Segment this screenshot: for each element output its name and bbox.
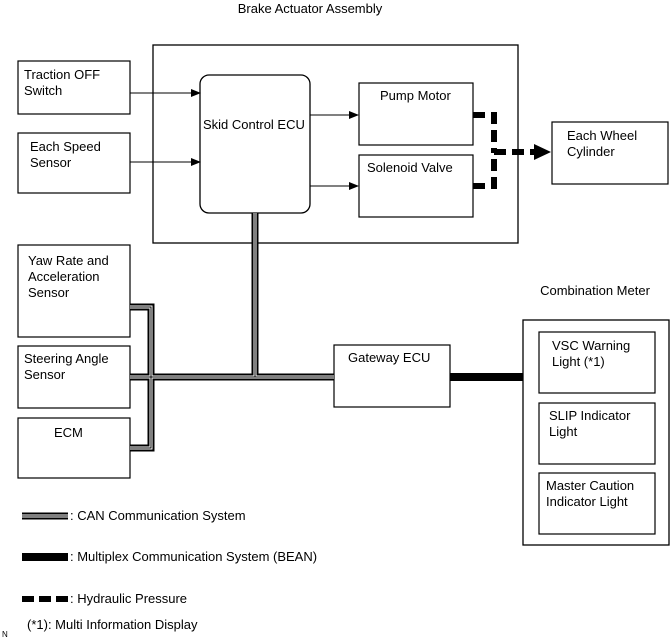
- wheel-cylinder-label-1: Each Wheel: [567, 128, 637, 143]
- legend-bean-label: : Multiplex Communication System (BEAN): [70, 549, 317, 564]
- brake-actuator-frame: [152, 44, 519, 244]
- gateway-ecu-box: Gateway ECU: [333, 344, 451, 408]
- footnote: (*1): Multi Information Display: [27, 617, 198, 632]
- yaw-rate-label-1: Yaw Rate and: [28, 253, 109, 268]
- combination-meter-frame: [522, 319, 670, 546]
- vsc-warning-light-box: VSC Warning Light (*1): [538, 331, 656, 394]
- vsc-warning-label-1: VSC Warning: [552, 338, 630, 353]
- speed-sensor-label-1: Each Speed: [30, 139, 101, 154]
- legend-hydraulic-label: : Hydraulic Pressure: [70, 591, 187, 606]
- traction-off-label-1: Traction OFF: [24, 67, 100, 82]
- skid-ecu-label: Skid Control ECU: [203, 117, 305, 132]
- master-caution-label-1: Master Caution: [546, 478, 634, 493]
- vsc-warning-label-2: Light (*1): [552, 354, 605, 369]
- legend: : CAN Communication System : Multiplex C…: [22, 508, 317, 606]
- ecm-box: ECM: [17, 417, 131, 479]
- hydraulic-lines: [473, 112, 536, 189]
- pump-motor-box: Pump Motor: [358, 82, 474, 146]
- slip-indicator-label-1: SLIP Indicator: [549, 408, 631, 423]
- traction-off-switch-box: Traction OFF Switch: [17, 60, 131, 115]
- skid-control-ecu-box: Skid Control ECU: [199, 74, 311, 214]
- steering-angle-sensor-box: Steering Angle Sensor: [17, 345, 131, 409]
- steering-angle-label-2: Sensor: [24, 367, 66, 382]
- master-caution-light-box: Master Caution Indicator Light: [538, 472, 656, 535]
- solenoid-valve-box: Solenoid Valve: [358, 154, 474, 218]
- yaw-rate-sensor-box: Yaw Rate and Acceleration Sensor: [17, 244, 131, 338]
- slip-indicator-light-box: SLIP Indicator Light: [538, 402, 656, 465]
- wheel-cylinder-box: Each Wheel Cylinder: [551, 121, 669, 185]
- slip-indicator-label-2: Light: [549, 424, 578, 439]
- brake-actuator-title: Brake Actuator Assembly: [238, 1, 383, 16]
- yaw-rate-label-2: Acceleration: [28, 269, 100, 284]
- traction-off-label-2: Switch: [24, 83, 62, 98]
- hydraulic-arrowhead: [534, 144, 551, 160]
- gateway-ecu-label: Gateway ECU: [348, 350, 430, 365]
- master-caution-label-2: Indicator Light: [546, 494, 628, 509]
- pump-motor-label: Pump Motor: [380, 88, 451, 103]
- legend-can-label: : CAN Communication System: [70, 508, 246, 523]
- speed-sensor-box: Each Speed Sensor: [17, 132, 131, 194]
- can-bus-lines: [130, 213, 334, 452]
- wheel-cylinder-label-2: Cylinder: [567, 144, 615, 159]
- speed-sensor-label-2: Sensor: [30, 155, 72, 170]
- yaw-rate-label-3: Sensor: [28, 285, 70, 300]
- ecm-label: ECM: [54, 425, 83, 440]
- corner-mark: N: [2, 630, 8, 639]
- steering-angle-label-1: Steering Angle: [24, 351, 109, 366]
- combination-meter-title: Combination Meter: [540, 283, 650, 298]
- solenoid-valve-label: Solenoid Valve: [367, 160, 453, 175]
